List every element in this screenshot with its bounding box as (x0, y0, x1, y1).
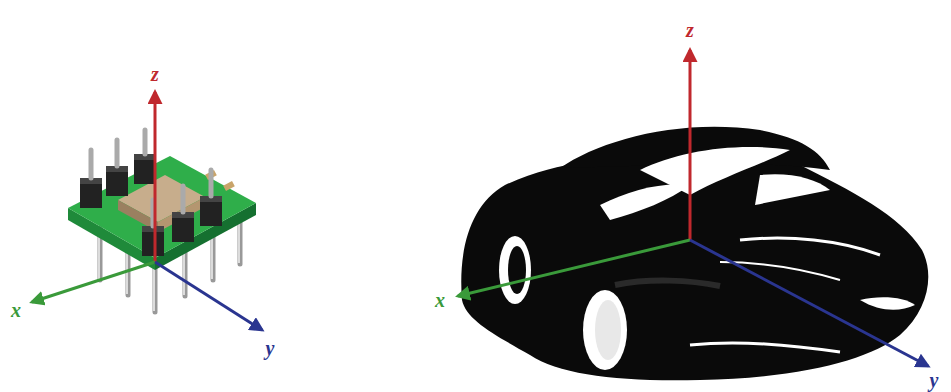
axes-right (458, 50, 928, 366)
axis-label: z (151, 64, 159, 84)
axis-label: y (266, 338, 275, 358)
axis-label: x (11, 300, 21, 320)
axis-label: x (435, 290, 445, 310)
car-silhouette (461, 127, 928, 381)
axes-left (32, 92, 262, 330)
sensor-board (68, 130, 256, 312)
axis-label: y (930, 370, 939, 390)
axis-label: z (686, 20, 694, 40)
